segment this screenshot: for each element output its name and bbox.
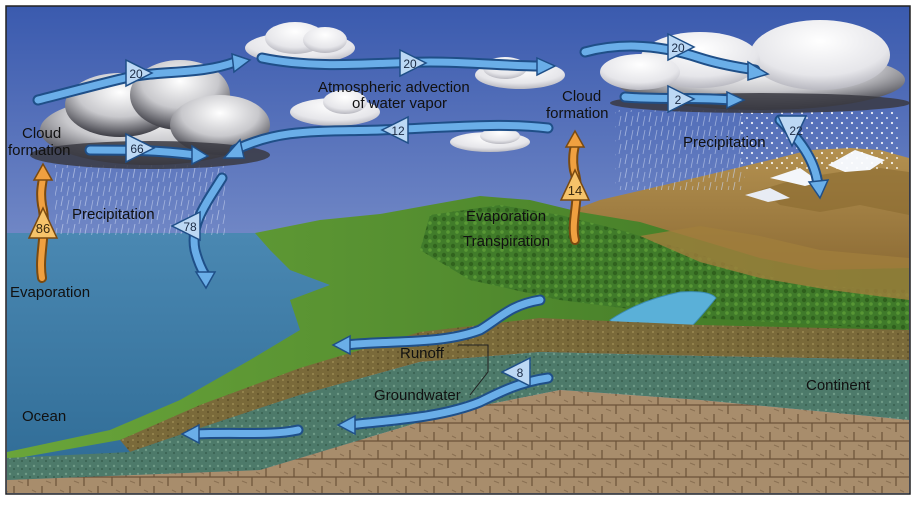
flow-value: 8 xyxy=(517,366,524,380)
flow-value: 22 xyxy=(789,124,803,138)
evap-arrowheads xyxy=(32,129,586,181)
triangle-land-evapotranspiration: 14 xyxy=(559,168,591,201)
flow-value: 20 xyxy=(129,67,143,81)
arrowhead xyxy=(194,271,217,290)
label-continent: Continent xyxy=(806,377,871,394)
label-groundwater: Groundwater xyxy=(374,387,461,404)
flow-value: 20 xyxy=(671,41,685,55)
label-advection-1: Atmospheric advection xyxy=(318,79,470,96)
snow xyxy=(740,110,900,170)
land-evap-arrow xyxy=(570,142,580,243)
arrowhead xyxy=(807,179,830,200)
flow-value: 14 xyxy=(568,183,582,198)
arrowhead xyxy=(747,60,770,82)
label-runoff: Runoff xyxy=(400,345,445,362)
bedrock xyxy=(7,390,909,493)
label-advection-2: of water vapor xyxy=(352,95,447,112)
triangle-advection-top-right: 20 xyxy=(667,32,696,62)
triangle-land-precip: 22 xyxy=(776,115,808,148)
flow-value: 20 xyxy=(403,57,417,71)
hills xyxy=(640,226,909,300)
soil-layer xyxy=(120,318,909,452)
label-ocean: Ocean xyxy=(22,408,66,425)
flow-arrowheads xyxy=(180,52,830,445)
groundwater-arrow-ocean xyxy=(191,426,302,438)
label-cloud-formation-left-2: formation xyxy=(8,142,71,159)
label-leader xyxy=(458,344,489,396)
flow-value: 86 xyxy=(36,221,50,236)
flow-value: 12 xyxy=(391,124,405,138)
label-cloud-formation-right-2: formation xyxy=(546,105,609,122)
triangle-advection-right-lower: 2 xyxy=(667,84,696,114)
snow-cap xyxy=(770,168,820,186)
arrowhead xyxy=(32,162,54,181)
triangle-ocean-precip: 78 xyxy=(170,210,201,242)
arrowhead xyxy=(191,144,210,166)
arrowhead xyxy=(231,52,252,74)
flow-value: 78 xyxy=(183,220,197,234)
cloud-mid-small xyxy=(290,90,380,126)
label-precipitation-right: Precipitation xyxy=(683,134,766,151)
triangle-ocean-cloud: 66 xyxy=(125,132,156,164)
flow-value: 66 xyxy=(130,142,144,156)
advection-arrow-right xyxy=(581,42,759,74)
arrowhead xyxy=(536,56,557,77)
advection-arrow-left xyxy=(34,58,239,104)
label-evaporation-ocean: Evaporation xyxy=(10,284,90,301)
triangle-advection-top-center: 20 xyxy=(399,48,428,78)
triangle-return-advection: 12 xyxy=(380,115,409,145)
ocean-precip-arrow xyxy=(190,174,226,279)
arrowhead xyxy=(564,129,586,148)
arrowhead xyxy=(331,334,351,356)
label-transpiration: Transpiration xyxy=(463,233,550,250)
forest xyxy=(420,205,909,330)
ocean-evap-arrow xyxy=(38,175,47,281)
rain-right xyxy=(615,110,745,190)
arrowhead xyxy=(336,414,356,436)
evap-arrows xyxy=(38,142,580,281)
label-evaporation-land: Evaporation xyxy=(466,208,546,225)
cloud-center-small xyxy=(450,128,530,152)
flow-value: 2 xyxy=(675,93,682,107)
label-precipitation-left: Precipitation xyxy=(72,206,155,223)
arrowhead xyxy=(180,423,200,445)
snow-cap xyxy=(745,188,790,202)
label-cloud-formation-left-1: Cloud xyxy=(22,125,61,142)
flow-arrows xyxy=(34,42,822,438)
triangle-groundwater: 8 xyxy=(500,356,531,388)
arrowhead xyxy=(726,90,746,110)
runoff-arrow xyxy=(341,296,544,349)
triangle-advection-top-left: 20 xyxy=(125,58,154,88)
groundwater-layer xyxy=(7,352,909,480)
return-advection-arrow xyxy=(231,121,552,154)
groundwater-arrow xyxy=(346,374,552,429)
triangle-ocean-evaporation: 86 xyxy=(27,206,59,239)
label-cloud-formation-right-1: Cloud xyxy=(562,88,601,105)
arrowhead xyxy=(222,138,245,159)
